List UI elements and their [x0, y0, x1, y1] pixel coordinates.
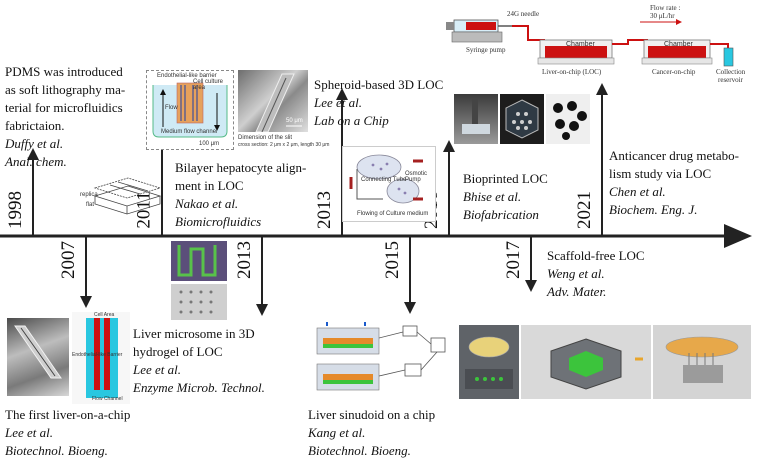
year-label: 2015 [382, 241, 403, 279]
year-label: 2011 [133, 191, 155, 229]
bioprinted-image-1 [454, 94, 498, 144]
chen-chamber2-label: Chamber [664, 41, 693, 48]
chen-rate-label: Flow rate : [650, 4, 681, 12]
chen-cancer-label: Cancer-on-chip [652, 68, 696, 76]
milestone-1998-text: PDMS was introduced as soft lithography … [5, 64, 126, 169]
chen-liver-label: Liver-on-chip (LOC) [542, 68, 602, 76]
lee2007-sem-image [7, 318, 69, 396]
lee2007-barrier-label: Endothelial-like Barrier [72, 352, 123, 358]
milestone-2013-spheroid-text: Spheroid-based 3D LOC Lee et al. Lab on … [314, 77, 444, 128]
lee2007-cell-label: Cell Area [94, 312, 115, 318]
year-label: 2017 [503, 241, 524, 279]
chen-pump-label: Syringe pump [466, 46, 506, 54]
chen-collection-label: Collection [716, 68, 746, 76]
lee2007-diagram: Cell Area Endothelial-like Barrier Flow … [72, 312, 130, 404]
nakao-dim-label: Dimension of the slit [238, 135, 293, 141]
pdms-replica-label: replica [80, 192, 98, 198]
milestone-2007-text: The first liver-on-a-chip Lee et al. Bio… [5, 407, 131, 458]
nakao-dim2-label: cross section: 2 μm x 2 μm, length 30 μm [238, 142, 330, 148]
milestone-2016-text: Bioprinted LOC Bhise et al. Biofabricati… [463, 171, 548, 222]
nakao-flow-label: Flow [165, 105, 178, 111]
chen-reservoir-label: reservoir [718, 76, 743, 84]
nakao-culture-label: Cell culture area [193, 79, 224, 91]
chen-rate-value: 30 μL/hr [650, 12, 675, 20]
milestone-2011-text: Bilayer hepatocyte align- ment in LOC Na… [175, 160, 307, 229]
spheroid-caption: Flowing of Culture medium [357, 211, 429, 217]
timeline-arrowhead [724, 224, 752, 248]
pdms-flat-label: flat [86, 202, 95, 208]
drug-metabolism-setup [446, 19, 734, 67]
spheroid-pump-label: Osmotic Pump [405, 171, 428, 183]
bioprinted-image-2 [500, 94, 544, 144]
milestone-2013-microsome-text: Liver microsome in 3D hydrogel of LOC Le… [133, 326, 265, 395]
nakao-channel-label: Medium flow channel [161, 129, 218, 135]
nakao-sem-image: 50 μm [238, 70, 308, 132]
year-label: 2007 [58, 241, 79, 279]
nakao-sem-scale: 50 μm [286, 118, 303, 124]
nakao-figure: Endothelial-like barrier Cell culture ar… [146, 70, 234, 150]
spheroid-tube-label: Connecting Tube [361, 177, 407, 183]
year-label: 2013 [314, 191, 335, 229]
pdms-replica-figure [93, 177, 162, 215]
scaffold-free-figure [459, 325, 751, 399]
year-label: 2013 [234, 241, 255, 279]
lee2007-flow-label: Flow Channel [92, 396, 123, 402]
milestone-2017-text: Scaffold-free LOC Weng et al. Adv. Mater… [547, 248, 645, 299]
milestone-2015-text: Liver sinudoid on a chip Kang et al. Bio… [308, 407, 436, 458]
spheroid-figure: Connecting Tube Osmotic Pump Flowing of … [342, 146, 436, 222]
chen-needle-label: 24G needle [507, 10, 540, 18]
year-label: 1998 [5, 191, 26, 229]
microsome-image-top [171, 241, 227, 281]
chen-chamber1-label: Chamber [566, 41, 595, 48]
milestone-2021-text: Anticancer drug metabo- lism study via L… [609, 148, 739, 217]
bioprinted-image-3 [546, 94, 590, 144]
microsome-image-bottom [171, 284, 227, 320]
year-label: 2021 [574, 191, 595, 229]
sinusoid-figure [313, 318, 463, 400]
nakao-scale-label: 100 μm [199, 141, 220, 147]
nakao-barrier-label: Endothelial-like barrier [157, 73, 217, 79]
